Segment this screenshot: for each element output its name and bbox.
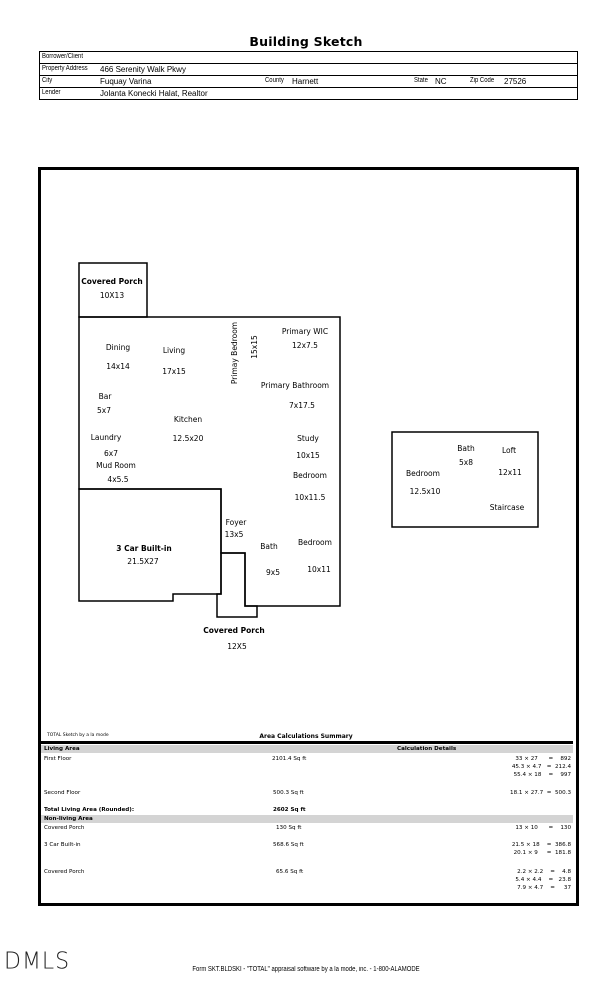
room-size: 9x5: [266, 568, 280, 577]
second-floor-label: Second Floor: [44, 790, 81, 796]
lender-row: Lender Jolanta Konecki Halat, Realtor: [40, 88, 577, 99]
room-label: Bedroom: [293, 471, 327, 480]
city-value: Fuquay Varina: [100, 77, 152, 86]
room-size: 6x7: [104, 449, 118, 458]
room-size: 10x11: [307, 565, 331, 574]
calc-line: 20.1 × 9 = 181.8: [513, 850, 571, 856]
room-size: 17x15: [162, 367, 186, 376]
covered-porch-front-outline: [216, 552, 258, 618]
room-size: 12x11: [498, 468, 522, 477]
room-label: Bath: [457, 444, 475, 453]
room-label: Living: [163, 346, 186, 355]
page-title: Building Sketch: [249, 34, 363, 49]
living-area-band: [41, 745, 573, 753]
room-label: Loft: [502, 446, 516, 455]
room-size: 12x7.5: [292, 341, 318, 350]
garage-label: 3 Car Built-in: [44, 842, 81, 848]
room-label: Dining: [106, 343, 130, 352]
room-size: 5x8: [459, 458, 473, 467]
room-label: Covered Porch: [81, 277, 143, 286]
second-floor-outline: [391, 431, 539, 528]
state-value: NC: [435, 77, 447, 86]
room-size: 7x17.5: [289, 401, 315, 410]
room-label: Staircase: [490, 503, 525, 512]
room-label: Bath: [260, 542, 278, 551]
calc-line: 21.5 × 18 = 386.8: [511, 842, 571, 848]
room-label: 3 Car Built-in: [116, 544, 172, 553]
covered-porch-label: Covered Porch: [44, 825, 85, 831]
second-floor-area: 500.3 Sq ft: [273, 790, 304, 796]
room-label: Bedroom: [298, 538, 332, 547]
front-porch-label: Covered Porch: [44, 869, 85, 875]
calc-line: 7.9 × 4.7 = 37: [517, 885, 571, 891]
city-row: City Fuquay Varina County Harnett State …: [40, 76, 577, 88]
room-size: 13x5: [225, 530, 244, 539]
sketch-frame: [38, 167, 579, 906]
calc-line: 33 × 27 = 892: [515, 756, 571, 762]
front-porch-area: 65.6 Sq ft: [276, 869, 304, 875]
room-label: Foyer: [226, 518, 248, 527]
state-label: State: [414, 77, 428, 84]
garage-outline: [78, 488, 222, 602]
covered-porch-rear-outline: [78, 262, 148, 318]
total-living-value: 2602 Sq ft: [273, 807, 306, 813]
area-calculations-summary: Living Area Calculation Details First Fl…: [41, 741, 573, 903]
room-label: Study: [297, 434, 319, 443]
county-value: Harnett: [292, 77, 319, 86]
calc-line: 2.2 × 2.2 = 4.8: [517, 869, 571, 875]
non-living-band: [41, 815, 573, 823]
calculation-details-heading: Calculation Details: [397, 746, 457, 752]
city-label: City: [42, 77, 53, 84]
room-label: Mud Room: [96, 461, 136, 470]
calc-line: 45.3 × 4.7 = 212.4: [511, 764, 571, 770]
address-row: Property Address 466 Serenity Walk Pkwy: [40, 64, 577, 76]
form-footer: Form SKT.BLDSKI - "TOTAL" appraisal soft…: [192, 966, 420, 973]
room-size: 10x11.5: [295, 493, 326, 502]
room-size: 12.5x20: [173, 434, 204, 443]
room-size: 12.5x10: [410, 487, 441, 496]
summary-title: Area Calculations Summary: [259, 733, 353, 740]
room-size: 21.5X27: [127, 557, 159, 566]
room-size: 4x5.5: [107, 475, 128, 484]
room-size: 5x7: [97, 406, 111, 415]
total-living-label: Total Living Area (Rounded):: [44, 807, 135, 813]
garage-area: 568.6 Sq ft: [273, 842, 304, 848]
borrower-row: Borrower/Client: [40, 52, 577, 64]
county-label: County: [265, 77, 284, 84]
property-info-table: Borrower/Client Property Address 466 Ser…: [39, 51, 578, 100]
calc-line: 18.1 × 27.7 = 500.3: [510, 790, 571, 796]
room-label: Laundry: [91, 433, 122, 442]
room-size: 14x14: [106, 362, 130, 371]
calc-line: 55.4 × 18 = 997: [513, 772, 571, 778]
room-size: 12X5: [227, 642, 247, 651]
room-label: Bar: [99, 392, 113, 401]
lender-value: Jolanta Konecki Halat, Realtor: [100, 89, 208, 98]
borrower-label: Borrower/Client: [42, 53, 84, 60]
floor-plan: Covered Porch 10X13 Dining 14x14 Living …: [78, 262, 539, 651]
room-label: Bedroom: [406, 469, 440, 478]
room-label: Kitchen: [174, 415, 202, 424]
address-label: Property Address: [42, 65, 88, 72]
room-size: 10X13: [100, 291, 124, 300]
dmls-logo: DMLS: [4, 948, 71, 975]
calc-line: 5.4 × 4.4 = 23.8: [515, 877, 571, 883]
room-size: 10x15: [296, 451, 320, 460]
room-label: Primary WIC: [282, 327, 328, 336]
room-label: Primay Bedroom: [230, 322, 239, 384]
first-floor-area: 2101.4 Sq ft: [272, 756, 307, 762]
calc-line: 13 × 10 = 130: [515, 825, 571, 831]
lender-label: Lender: [42, 89, 61, 96]
room-size: 15x15: [250, 335, 259, 359]
non-living-heading: Non-living Area: [44, 816, 93, 822]
room-label: Primary Bathroom: [261, 381, 329, 390]
zip-value: 27526: [504, 77, 527, 86]
covered-porch-area: 130 Sq ft: [276, 825, 302, 831]
first-floor-label: First Floor: [44, 756, 72, 762]
room-label: Covered Porch: [203, 626, 265, 635]
zip-label: Zip Code: [470, 77, 495, 84]
sketch-credit: TOTAL Sketch by a la mode: [47, 733, 109, 738]
living-area-heading: Living Area: [44, 746, 80, 752]
address-value: 466 Serenity Walk Pkwy: [100, 65, 186, 74]
